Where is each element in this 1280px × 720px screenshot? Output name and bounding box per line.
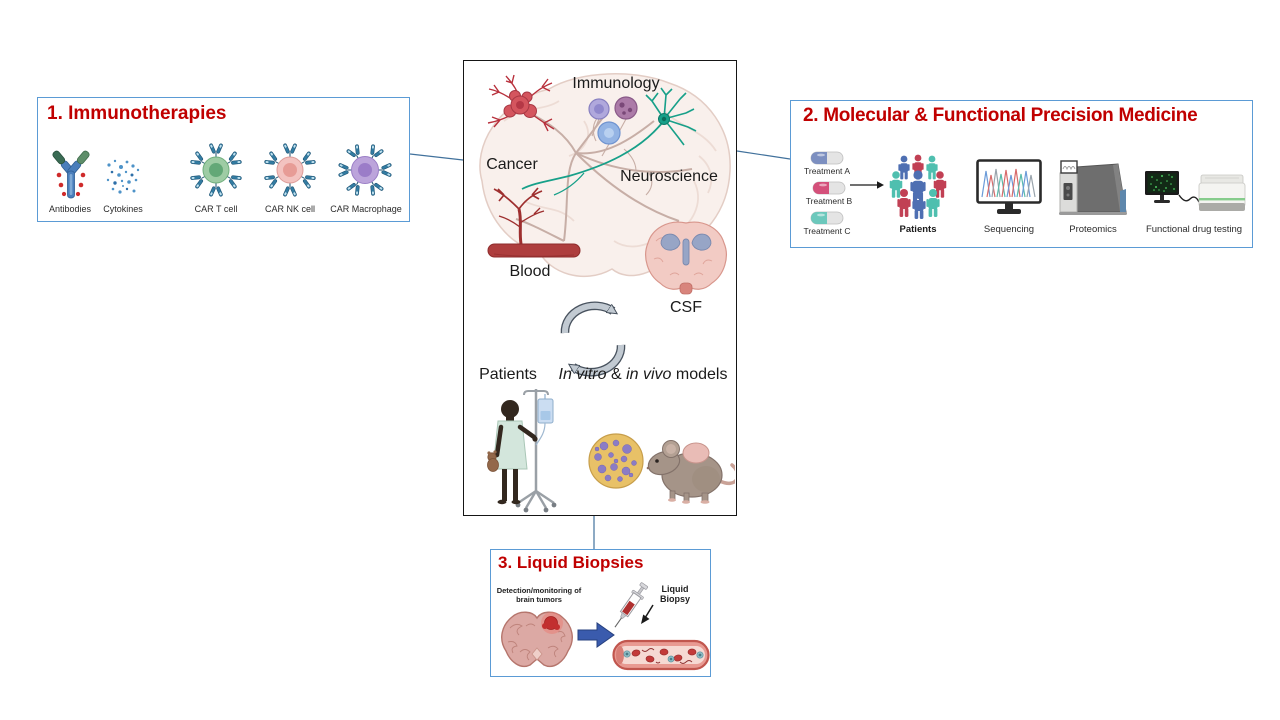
liquid-biopsies-box: 3. Liquid Biopsies Detection/monitoring … bbox=[490, 549, 711, 677]
cytokines-icon bbox=[106, 159, 140, 194]
car-macrophage-icon bbox=[337, 142, 393, 198]
detection-monitoring-label: Detection/monitoring of brain tumors bbox=[496, 586, 582, 604]
antibodies-label: Antibodies bbox=[48, 204, 92, 214]
car-macrophage-label: CAR Macrophage bbox=[330, 204, 402, 214]
patients-station-label: Patients bbox=[899, 224, 937, 235]
amp-text: & bbox=[606, 366, 627, 383]
treatment-a-label: Treatment A bbox=[804, 166, 850, 176]
neuroscience-label: Neuroscience bbox=[620, 168, 718, 185]
immunology-label: Immunology bbox=[572, 75, 660, 92]
liquid-biopsies-title: 3. Liquid Biopsies bbox=[498, 553, 644, 572]
car-t-cell-icon bbox=[188, 143, 244, 198]
functional-drug-testing-icon bbox=[1145, 171, 1246, 211]
cytokines-label: Cytokines bbox=[103, 204, 143, 214]
central-illustration bbox=[479, 73, 735, 513]
models-text: models bbox=[671, 366, 728, 383]
csf-label: CSF bbox=[670, 299, 702, 316]
liquid-biopsy-label: Liquid Biopsy bbox=[659, 584, 690, 605]
treatment-b-label: Treatment B bbox=[805, 196, 853, 206]
blood-vessel-icon bbox=[612, 639, 710, 671]
precision-medicine-title: 2. Molecular & Functional Precision Medi… bbox=[803, 105, 1198, 126]
central-panel: Immunology Cancer Neuroscience Blood CSF… bbox=[463, 60, 737, 516]
in-vitro-text: In vitro bbox=[558, 366, 607, 383]
treatment-c-label: Treatment C bbox=[803, 226, 851, 236]
brain-tumor-icon bbox=[501, 611, 573, 668]
immunotherapies-box: 1. Immunotherapies bbox=[37, 97, 410, 222]
antibody-icon bbox=[52, 150, 90, 199]
car-t-cell-label: CAR T cell bbox=[194, 204, 238, 214]
treatment-c-pill-icon bbox=[810, 211, 844, 225]
proteomics-label: Proteomics bbox=[1069, 224, 1117, 235]
block-arrow-icon bbox=[577, 622, 615, 648]
precision-medicine-box: 2. Molecular & Functional Precision Medi… bbox=[790, 100, 1253, 248]
car-nk-cell-label: CAR NK cell bbox=[264, 204, 315, 214]
syringe-icon bbox=[614, 582, 649, 628]
in-vivo-text: in vivo bbox=[626, 366, 672, 383]
blood-label: Blood bbox=[509, 263, 551, 280]
proteomics-icon bbox=[1059, 160, 1127, 215]
models-label: In vitro & in vivo models bbox=[552, 366, 734, 384]
cancer-label: Cancer bbox=[486, 156, 538, 173]
functional-drug-testing-label: Functional drug testing bbox=[1145, 224, 1243, 235]
immunotherapies-title: 1. Immunotherapies bbox=[47, 103, 227, 124]
treatment-a-pill-icon bbox=[810, 151, 844, 165]
sequencing-label: Sequencing bbox=[983, 224, 1035, 235]
patients-label: Patients bbox=[479, 366, 537, 383]
treatments-arrow-icon bbox=[850, 181, 884, 189]
sequencing-icon bbox=[976, 159, 1042, 214]
treatment-b-pill-icon bbox=[812, 181, 846, 195]
patients-crowd-icon bbox=[889, 154, 947, 219]
car-nk-cell-icon bbox=[262, 142, 318, 198]
biopsy-pointer-arrow-icon bbox=[641, 604, 654, 624]
